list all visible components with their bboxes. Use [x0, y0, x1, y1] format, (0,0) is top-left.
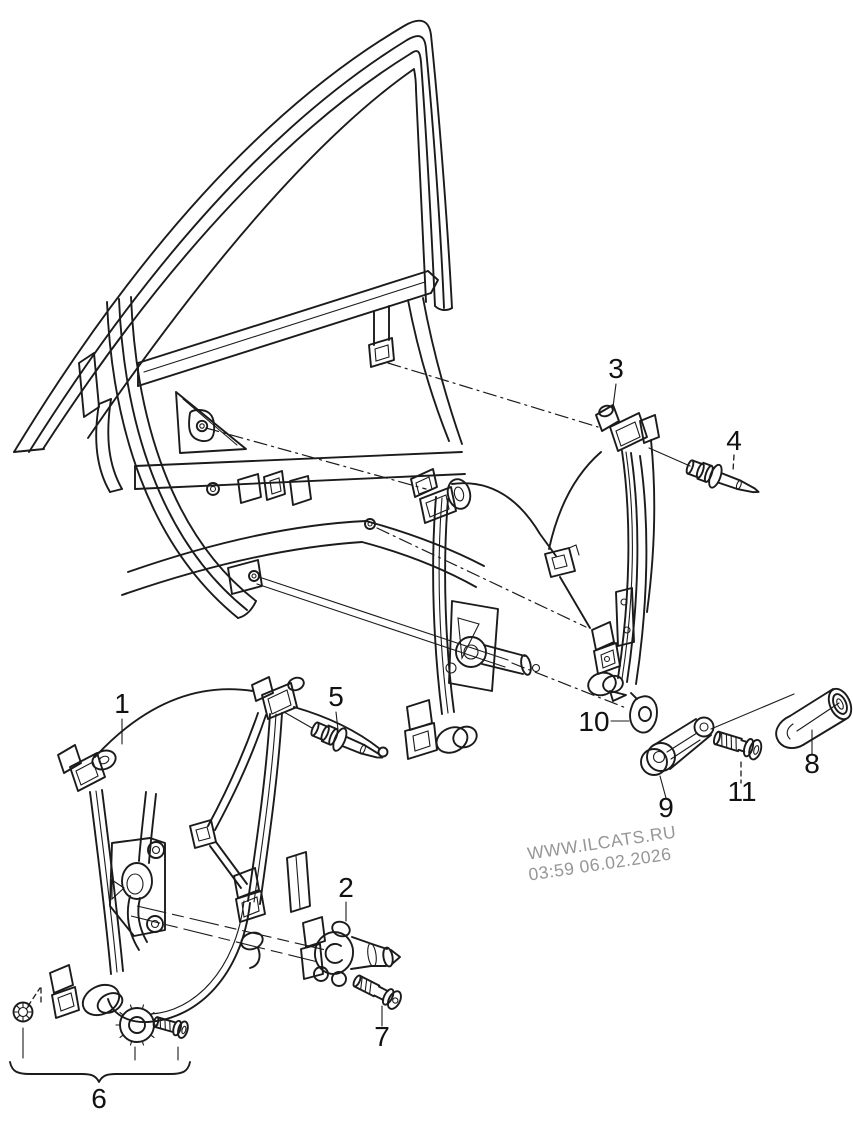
part-label-1: 1: [114, 688, 130, 719]
watermark: WWW.ILCATS.RU 03:59 06.02.2026: [526, 822, 677, 885]
rail-block: [237, 473, 262, 504]
motor-mount-plate: [448, 600, 499, 692]
part-5-guide-pin: [310, 721, 384, 759]
part-label-2: 2: [338, 872, 354, 903]
part-6-nut: [12, 1001, 34, 1023]
part-label-7: 7: [374, 1021, 390, 1052]
regulator-front: [49, 676, 389, 1023]
cable-guide-block: [189, 819, 217, 849]
rail-hanger-bracket: [373, 305, 390, 346]
part-6-toothed-washer: [115, 1004, 159, 1046]
part-10-clip: [629, 692, 658, 734]
part-number-labels: 1 2 3 4 5 6 7 8 9 10 11: [91, 353, 820, 1114]
part-9-link-arm: [640, 716, 715, 776]
part-6-screw: [152, 1016, 189, 1039]
part-label-11: 11: [727, 776, 756, 807]
part-label-3: 3: [608, 353, 624, 384]
part-label-9: 9: [658, 792, 674, 823]
part-label-8: 8: [804, 748, 820, 779]
regulator-middle: [404, 451, 602, 760]
part-label-6: 6: [91, 1083, 107, 1114]
label-leader-lines: [121, 383, 813, 1027]
door-window-frame: [13, 19, 453, 453]
cable: [94, 688, 254, 758]
door-inner-structure: [121, 270, 485, 596]
part-label-5: 5: [328, 681, 344, 712]
drive-hub: [121, 862, 153, 900]
part-label-10: 10: [578, 706, 609, 737]
part-label-4: 4: [726, 425, 742, 456]
part-11-screw: [712, 730, 763, 761]
hub-plate: [109, 837, 166, 937]
rail-plate: [615, 587, 635, 647]
cable: [451, 482, 557, 557]
part-4-guide-pin: [685, 459, 760, 494]
spindle: [481, 644, 526, 675]
part-8-crank: [775, 687, 853, 749]
cable-guide-block: [544, 547, 576, 578]
regulator-right: [587, 404, 660, 702]
group-brace: [9, 1061, 191, 1083]
part-6-fastener-set: [9, 987, 191, 1083]
bar-bracket: [227, 559, 263, 595]
gusset-plate: [175, 391, 247, 454]
mount-plate: [188, 409, 216, 442]
door-front-edge: [95, 296, 257, 619]
part-7-bolt: [352, 974, 402, 1010]
part-2-motor: [300, 916, 401, 987]
